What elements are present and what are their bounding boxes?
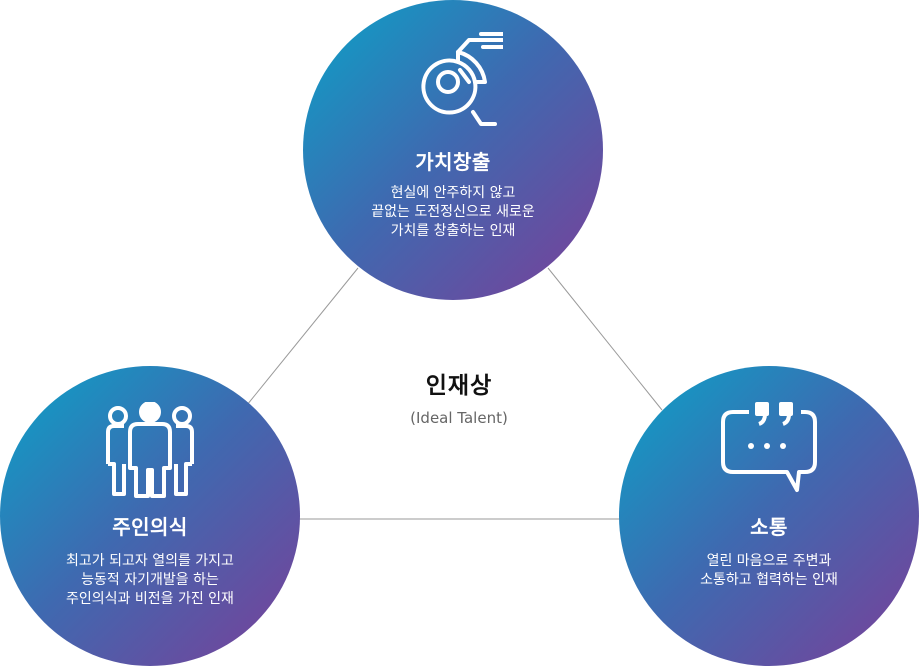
connector-top-left (246, 267, 359, 406)
desc-line: 가치를 창출하는 인재 (390, 223, 516, 239)
center-subtitle: (Ideal Talent) (410, 409, 508, 427)
target-chart-icon (403, 30, 507, 134)
people-group-icon (102, 401, 198, 502)
desc-line: 끝없는 도전정신으로 새로운 (371, 204, 535, 220)
value-creation-title: 가치창출 (415, 150, 491, 174)
ownership-circle: 주인의식 최고가 되고자 열의를 가지고 능동적 자기개발을 하는 주인의식과 … (0, 366, 300, 666)
value-creation-circle: 가치창출 현실에 안주하지 않고 끝없는 도전정신으로 새로운 가치를 창출하는… (303, 0, 603, 300)
center-label: 인재상 (Ideal Talent) (309, 366, 609, 427)
ownership-desc: 최고가 되고자 열의를 가지고 능동적 자기개발을 하는 주인의식과 비전을 가… (20, 552, 280, 609)
center-title: 인재상 (425, 373, 493, 399)
ownership-title: 주인의식 (112, 515, 188, 539)
communication-circle: 소통 열린 마음으로 주변과 소통하고 협력하는 인재 (619, 366, 919, 666)
desc-line: 열린 마음으로 주변과 (706, 553, 832, 569)
desc-line: 능동적 자기개발을 하는 (81, 572, 219, 588)
desc-line: 소통하고 협력하는 인재 (700, 572, 838, 588)
desc-line: 주인의식과 비전을 가진 인재 (66, 591, 234, 607)
connector-top-right (547, 267, 663, 411)
desc-line: 최고가 되고자 열의를 가지고 (66, 553, 234, 569)
communication-title: 소통 (750, 515, 788, 539)
communication-desc: 열린 마음으로 주변과 소통하고 협력하는 인재 (639, 552, 899, 590)
desc-line: 현실에 안주하지 않고 (390, 185, 516, 201)
value-creation-desc: 현실에 안주하지 않고 끝없는 도전정신으로 새로운 가치를 창출하는 인재 (323, 184, 583, 241)
speech-bubble-icon (719, 402, 819, 502)
